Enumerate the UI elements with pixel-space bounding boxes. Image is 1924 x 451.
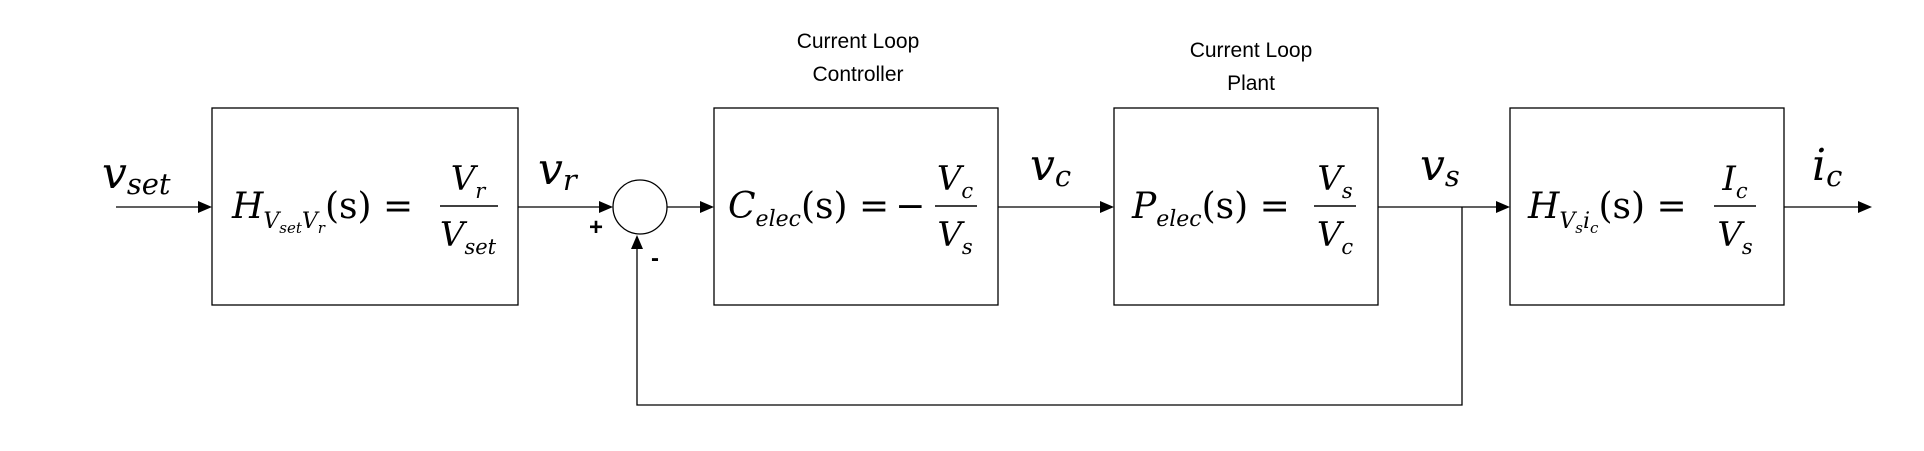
plant-denominator: Vc: [1317, 215, 1354, 259]
plus-sign: +: [589, 214, 603, 241]
controller-lhs: Celec(s) =−: [728, 186, 925, 232]
plant-numerator: Vs: [1317, 159, 1353, 203]
output-signal-label: ic: [1812, 140, 1842, 193]
prefilter-transfer-function: HVsetVr(s) = Vr Vset: [231, 159, 498, 259]
plant-caption-line2: Plant: [1227, 72, 1275, 95]
controller-numerator: Vc: [937, 159, 974, 203]
prefilter-denominator: Vset: [440, 215, 497, 259]
voltage-arrowhead: [1496, 201, 1510, 213]
reference-arrowhead: [599, 201, 613, 213]
sensor-lhs: HVsic(s) =: [1527, 186, 1687, 237]
controller-caption-line2: Controller: [812, 63, 903, 86]
plant-lhs: Pelec(s) =: [1131, 186, 1290, 232]
feedback-wire: [636, 207, 1463, 406]
controller-transfer-function: Celec(s) =− Vc Vs: [728, 159, 977, 259]
control-arrowhead: [1100, 201, 1114, 213]
summing-junction: [612, 179, 668, 235]
input-signal-label: vset: [102, 148, 171, 201]
reference-signal-label: vr: [538, 144, 579, 197]
sensor-transfer-function: HVsic(s) = Ic Vs: [1527, 159, 1756, 259]
prefilter-numerator: Vr: [451, 159, 488, 203]
control-signal-label: vc: [1030, 140, 1071, 193]
feedback-arrowhead: [631, 235, 643, 249]
controller-caption-line1: Current Loop: [797, 30, 920, 53]
input-arrowhead: [198, 201, 212, 213]
plant-caption-line1: Current Loop: [1190, 39, 1313, 62]
sensor-numerator: Ic: [1721, 159, 1747, 203]
error-arrowhead: [700, 201, 714, 213]
sensor-denominator: Vs: [1717, 215, 1753, 259]
prefilter-lhs: HVsetVr(s) =: [231, 186, 413, 237]
voltage-signal-label: vs: [1420, 140, 1460, 193]
plant-transfer-function: Pelec(s) = Vs Vc: [1131, 159, 1356, 259]
controller-denominator: Vs: [937, 215, 973, 259]
output-arrowhead: [1858, 201, 1872, 213]
minus-sign: -: [651, 245, 659, 272]
